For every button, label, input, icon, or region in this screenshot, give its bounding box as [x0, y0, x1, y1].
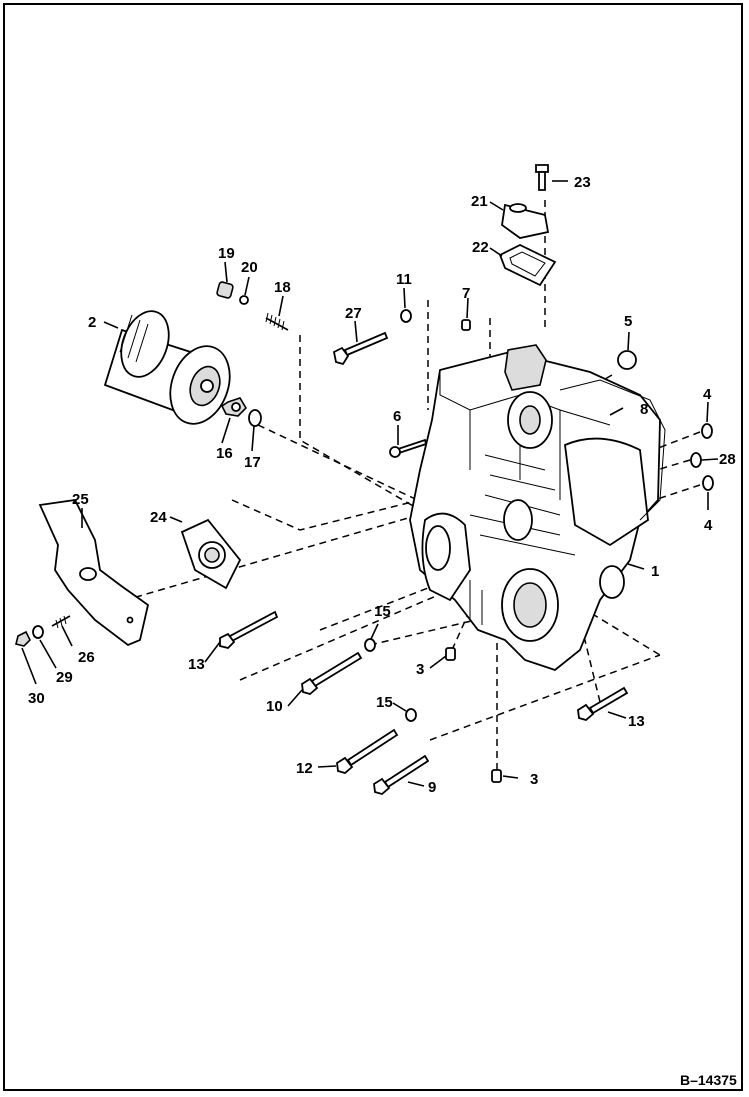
callout-4-upper: 4 [703, 386, 712, 403]
gear-case-housing-part-1 [409, 344, 661, 672]
callout-25: 25 [72, 491, 89, 508]
callout-26: 26 [78, 649, 95, 666]
callout-21: 21 [471, 193, 488, 210]
callout-4-lower: 4 [704, 517, 713, 534]
callout-13-right: 13 [628, 713, 645, 730]
dowel-part-3-upper [445, 647, 456, 661]
callout-30: 30 [28, 690, 45, 707]
bolt-part-13-right [577, 686, 629, 721]
callout-23: 23 [574, 174, 591, 191]
stud-part-26 [51, 615, 71, 629]
callout-22: 22 [472, 239, 489, 256]
callout-15-upper: 15 [374, 603, 391, 620]
callout-15-lower: 15 [376, 694, 393, 711]
leader-lines [21, 180, 719, 787]
callout-10: 10 [266, 698, 283, 715]
bolt-part-9 [373, 754, 430, 795]
callout-2: 2 [88, 314, 96, 331]
bolt-part-12 [336, 728, 399, 774]
ball-part-20 [239, 295, 249, 305]
bolt-part-6 [389, 438, 428, 458]
callout-18: 18 [274, 279, 291, 296]
oil-filter-part [103, 310, 231, 425]
gasket-part-24 [180, 518, 242, 590]
callout-28: 28 [719, 451, 736, 468]
bolt-part-10 [301, 651, 363, 695]
callout-3-lower: 3 [530, 771, 538, 788]
figure-reference: B–14375 [680, 1072, 737, 1088]
o-ring-part-5 [617, 350, 637, 370]
pin-part-7 [461, 319, 471, 331]
plug-part-19 [216, 281, 234, 299]
callout-11: 11 [396, 271, 412, 288]
callout-27: 27 [345, 305, 362, 322]
washer-part-29 [32, 625, 44, 639]
callout-13-left: 13 [188, 656, 205, 673]
callout-9: 9 [428, 779, 436, 796]
callout-24: 24 [150, 509, 167, 526]
callout-7: 7 [462, 285, 470, 302]
fitting-part-16 [220, 397, 248, 417]
callout-29: 29 [56, 669, 73, 686]
bolt-part-27 [332, 331, 389, 366]
o-ring-part-17 [248, 409, 262, 427]
callout-5: 5 [624, 313, 632, 330]
nut-part-30 [15, 630, 31, 647]
spring-part-18 [265, 312, 289, 331]
cover-part-21 [501, 203, 550, 239]
gasket-part-8 [559, 379, 666, 521]
washer-part-11 [400, 309, 412, 323]
callout-20: 20 [241, 259, 258, 276]
callout-12: 12 [296, 760, 313, 777]
cover-plate-part-25 [38, 499, 150, 647]
o-ring-part-28 [690, 452, 702, 468]
callout-17: 17 [244, 454, 261, 471]
washer-part-15-lower [405, 708, 417, 722]
gasket-part-22 [498, 243, 557, 287]
callout-19: 19 [218, 245, 235, 262]
callout-1: 1 [651, 563, 659, 580]
callout-6: 6 [393, 408, 401, 425]
o-ring-part-4-upper [701, 423, 713, 439]
callout-labels: 1 2 3 3 4 4 5 6 7 8 9 10 11 12 13 13 15 … [28, 174, 737, 1088]
bolt-part-13-left [219, 610, 279, 649]
dowel-part-3-lower [491, 769, 502, 783]
callout-16: 16 [216, 445, 233, 462]
washer-part-15-upper [364, 638, 376, 652]
callout-3-upper: 3 [416, 661, 424, 678]
screw-part-23 [535, 164, 549, 191]
o-ring-part-4-lower [702, 475, 714, 491]
callout-8: 8 [640, 401, 648, 418]
